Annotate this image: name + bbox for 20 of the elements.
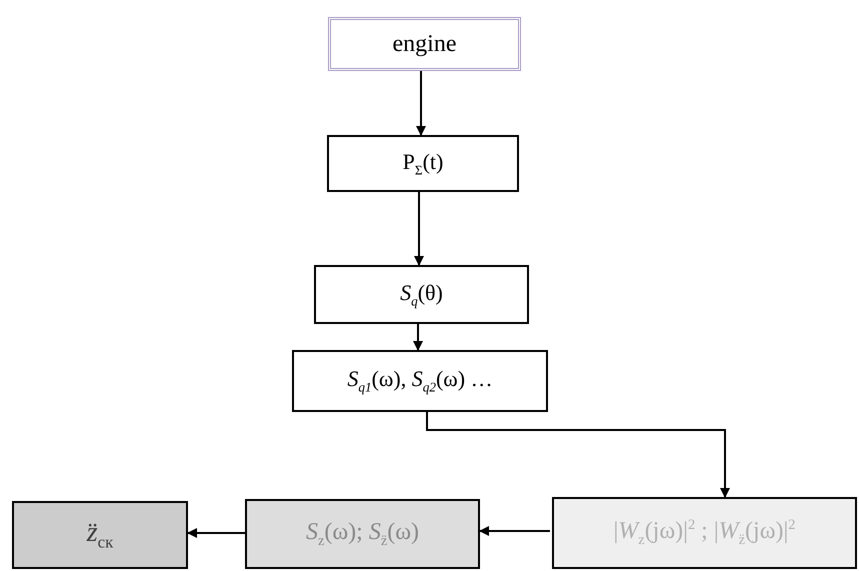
arrow [416,71,426,136]
formula-text: S$_{q1}$(ω), S$_{q2}$(ω) … [347,367,493,395]
formula-text: S$_{q}$(θ) [400,280,443,308]
process-box [328,17,521,71]
formula-text: engine [392,30,456,58]
arrow [414,192,424,266]
arrow [187,528,245,538]
arrow [479,526,550,536]
formula-text: S$_{z}$(ω); S$_{z̈}$(ω) [306,518,419,550]
process-box [245,499,480,569]
arrow [426,412,730,498]
process-box [314,265,529,324]
formula-text: |W$_{z}$(jω)|$^{2}$ ; |W$_{z̈}$(jω)|$^{2}$ [613,518,796,548]
process-box [552,497,857,569]
formula-text: z̈$_{ск}$ [86,518,114,552]
process-box [12,501,188,569]
process-box [292,350,548,412]
arrow [413,324,423,351]
process-box [327,135,519,192]
formula-text: P$_{Σ}$(t) [402,150,444,178]
